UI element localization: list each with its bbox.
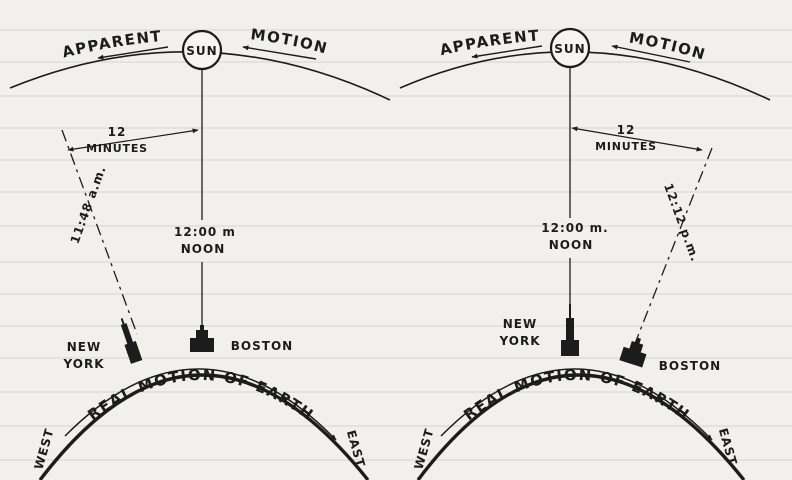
sun-label: SUN <box>186 44 217 58</box>
offset-time: 11:48 a.m. <box>68 164 109 246</box>
sun-label: SUN <box>554 42 585 56</box>
new-york-label-line1: NEW <box>67 340 101 354</box>
apparent-motion-arrow-left <box>97 46 169 60</box>
boston-label: BOSTON <box>231 339 293 353</box>
apparent-motion-arrow-right <box>611 44 691 63</box>
interval-number: 12 <box>617 123 636 137</box>
real-motion-arrow <box>64 368 337 441</box>
new-york-label-line2: YORK <box>498 334 540 348</box>
new-york-building <box>120 318 143 364</box>
offset-time: 12:12 p.m. <box>661 181 702 263</box>
apparent-motion-arrow-right <box>242 45 317 60</box>
interval-unit: MINUTES <box>595 140 657 153</box>
noon-time: 12:00 m <box>174 225 236 239</box>
east-label: EAST <box>716 427 740 468</box>
boston-label: BOSTON <box>659 359 721 373</box>
real-motion-arrow <box>440 368 713 441</box>
real-motion-label: REAL MOTION OF EARTH <box>84 366 317 424</box>
west-label: WEST <box>412 427 437 471</box>
east-label: EAST <box>344 429 368 470</box>
offset-line <box>61 129 138 335</box>
apparent-motion-arrow-left <box>471 45 543 59</box>
interval-arrow <box>67 128 199 152</box>
earth-surface <box>416 373 746 480</box>
offset-line <box>633 147 713 347</box>
boston-building <box>190 325 214 352</box>
boston-building <box>619 337 647 368</box>
noon-word: NOON <box>181 242 226 256</box>
interval-unit: MINUTES <box>86 142 148 155</box>
earth-surface <box>38 373 370 480</box>
noon-time: 12:00 m. <box>541 221 608 235</box>
panel-left: APPARENT MOTION SUN 12:00 m NOON 11:48 a… <box>9 25 391 480</box>
panel-right: APPARENT MOTION SUN 12:00 m. NOON 12:12 … <box>399 26 771 480</box>
new-york-label-line2: YORK <box>62 357 104 371</box>
interval-number: 12 <box>108 125 127 139</box>
new-york-building <box>561 304 579 356</box>
interval-arrow <box>571 126 703 152</box>
real-motion-label: REAL MOTION OF EARTH <box>460 366 693 424</box>
noon-word: NOON <box>549 238 594 252</box>
new-york-label-line1: NEW <box>503 317 537 331</box>
